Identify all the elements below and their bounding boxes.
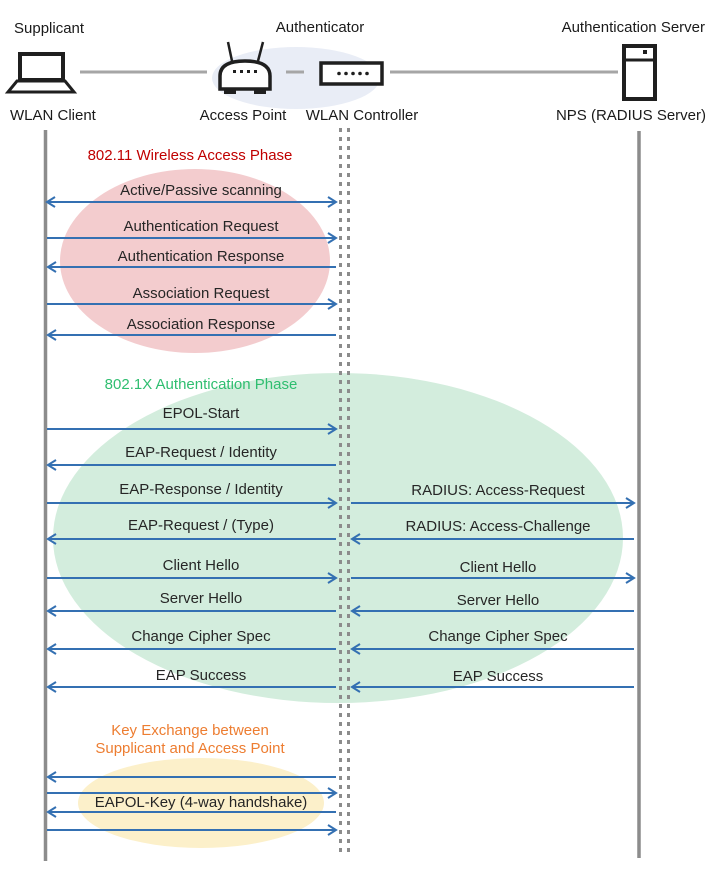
- phase1-title: 802.11 Wireless Access Phase: [87, 147, 293, 164]
- message-label: Change Cipher Spec: [131, 628, 271, 645]
- access-point-icon: [218, 41, 272, 94]
- phase2-ellipse: [53, 373, 623, 703]
- phase3-ellipse: [78, 758, 324, 848]
- message-label: Association Response: [126, 316, 276, 333]
- message-label: Client Hello: [459, 559, 537, 576]
- device-label-nps-radius-server: NPS (RADIUS Server): [555, 107, 706, 124]
- message-label: Authentication Request: [123, 218, 279, 235]
- role-label-authenticator: Authenticator: [275, 19, 365, 36]
- role-label-supplicant: Supplicant: [14, 20, 85, 37]
- phase3-title: Key Exchange between Supplicant and Acce…: [95, 722, 285, 757]
- message-label: Active/Passive scanning: [120, 182, 282, 199]
- message-label: EAP-Request / (Type): [128, 517, 274, 534]
- message-label: EAP-Response / Identity: [119, 481, 283, 498]
- message-arrows: [45, 196, 636, 836]
- server-icon: [622, 44, 657, 101]
- phase1-ellipse: [60, 169, 330, 353]
- device-label-wlan-controller: WLAN Controller: [305, 107, 419, 124]
- message-label: Client Hello: [162, 557, 240, 574]
- message-label: EPOL-Start: [162, 405, 240, 422]
- message-label: Server Hello: [456, 592, 540, 609]
- phase2-title: 802.1X Authentication Phase: [104, 376, 298, 393]
- message-label: RADIUS: Access-Request: [411, 482, 585, 499]
- message-label: EAP Success: [155, 667, 247, 684]
- message-label: Association Request: [132, 285, 270, 302]
- message-label: Server Hello: [159, 590, 243, 607]
- message-label: Authentication Response: [117, 248, 285, 265]
- laptop-icon: [4, 52, 78, 94]
- role-label-authentication-server: Authentication Server: [561, 19, 705, 36]
- device-label-wlan-client: WLAN Client: [10, 107, 96, 124]
- message-label: Change Cipher Spec: [428, 628, 568, 645]
- device-label-access-point: Access Point: [199, 107, 287, 124]
- message-label: RADIUS: Access-Challenge: [405, 518, 591, 535]
- wlan-controller-icon: [319, 61, 384, 86]
- message-label: EAPOL-Key (4-way handshake): [94, 794, 308, 811]
- message-label: EAP-Request / Identity: [125, 444, 277, 461]
- message-label: EAP Success: [452, 668, 544, 685]
